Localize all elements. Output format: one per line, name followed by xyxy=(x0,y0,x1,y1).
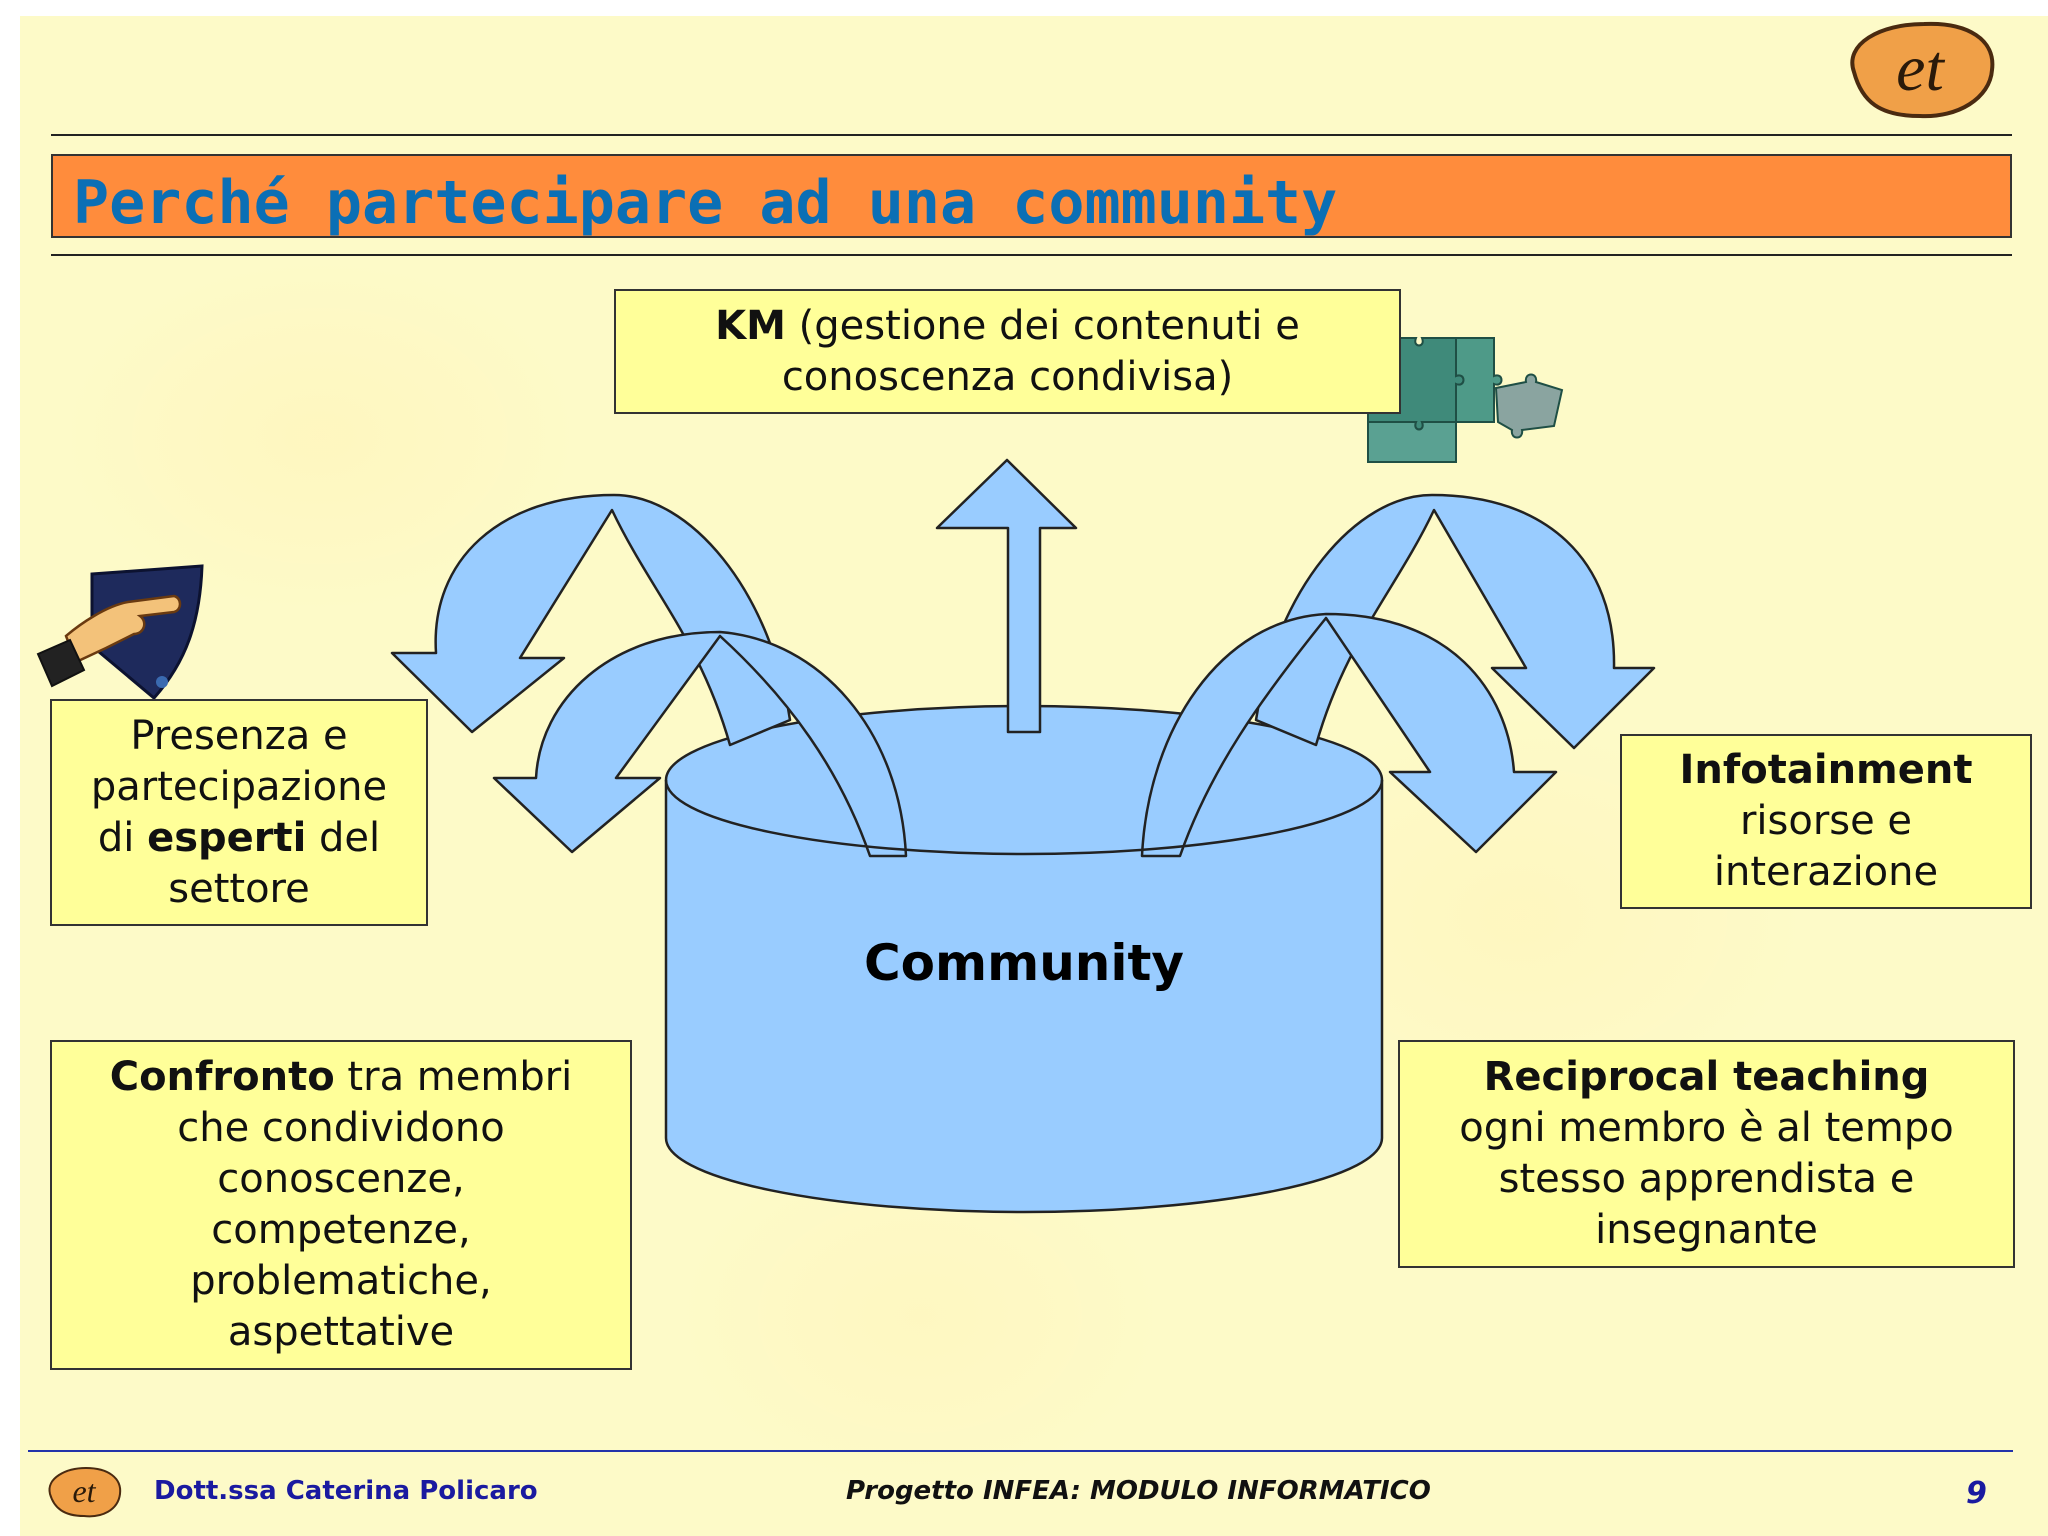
km-box-rest: (gestione dei contenuti e xyxy=(785,302,1300,349)
reciprocal-box: Reciprocal teaching ogni membro è al tem… xyxy=(1398,1040,2015,1268)
page-title: Perché partecipare ad una community xyxy=(73,168,1338,238)
infotainment-line3: interazione xyxy=(1713,849,1939,895)
up-arrow xyxy=(935,458,1078,734)
presenza-line4: settore xyxy=(168,865,310,912)
reciprocal-bold: Reciprocal teaching xyxy=(1483,1054,1930,1100)
reciprocal-line4: insegnante xyxy=(1595,1207,1818,1253)
title-bar: Perché partecipare ad una community xyxy=(51,154,2012,238)
presenza-line2: partecipazione xyxy=(90,763,388,810)
footer-project: Progetto INFEA: MODULO INFORMATICO xyxy=(846,1476,1431,1506)
footer-author: Dott.ssa Caterina Policaro xyxy=(154,1476,538,1506)
community-label: Community xyxy=(863,934,1185,992)
title-top-rule xyxy=(51,134,2012,136)
infotainment-box: Infotainment risorse e interazione xyxy=(1620,734,2032,909)
confronto-rest: tra membri xyxy=(334,1054,573,1100)
km-box-bold: KM xyxy=(715,302,786,349)
infotainment-bold: Infotainment xyxy=(1679,747,1973,793)
title-bottom-rule xyxy=(51,254,2012,256)
presenza-line1: Presenza e xyxy=(130,712,348,759)
confronto-line5: problematiche, xyxy=(190,1258,492,1304)
confronto-bold: Confronto xyxy=(109,1054,335,1100)
presenza-line3-bold: esperti xyxy=(147,814,307,861)
confronto-line6: aspettative xyxy=(227,1309,455,1355)
infotainment-line2: risorse e xyxy=(1739,798,1913,844)
confronto-line2: che condividono xyxy=(177,1105,505,1151)
footer-rule xyxy=(28,1450,2013,1452)
left-outer-arrow xyxy=(390,493,792,747)
footer-page-number: 9 xyxy=(1966,1476,1987,1511)
confronto-line3: conoscenze, xyxy=(217,1156,465,1202)
logo-text: et xyxy=(1896,32,1945,105)
left-inner-arrow xyxy=(492,630,908,858)
presenza-line3-pre: di xyxy=(97,814,148,861)
right-outer-arrow xyxy=(1254,493,1656,750)
et-logo: et xyxy=(1850,21,1995,119)
km-box-line2: conoscenza condivisa) xyxy=(781,353,1234,400)
confronto-box: Confronto tra membri che condividono con… xyxy=(50,1040,632,1370)
km-box: KM (gestione dei contenuti e conoscenza … xyxy=(614,289,1401,414)
presenza-line3-post: del xyxy=(306,814,381,861)
hand-pointer-icon xyxy=(36,564,204,701)
footer-logo-text: et xyxy=(72,1473,96,1509)
reciprocal-line3: stesso apprendista e xyxy=(1498,1156,1915,1202)
confronto-line4: competenze, xyxy=(211,1207,471,1253)
right-inner-arrow xyxy=(1140,612,1558,858)
presenza-box: Presenza e partecipazione di esperti del… xyxy=(50,699,428,926)
footer-et-logo: et xyxy=(48,1466,122,1518)
reciprocal-line2: ogni membro è al tempo xyxy=(1459,1105,1954,1151)
